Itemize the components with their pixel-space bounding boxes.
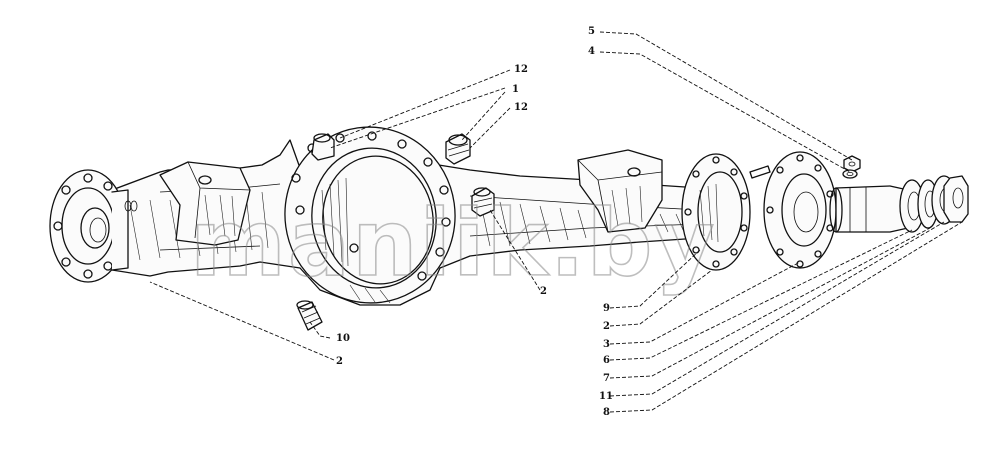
callout-5: 5 — [588, 26, 595, 37]
plug-fitting-beam — [471, 187, 495, 217]
callout-3: 3 — [603, 339, 610, 350]
callout-10: 10 — [336, 333, 350, 344]
leader-lines — [149, 31, 963, 413]
left-spring-pad — [159, 161, 251, 246]
callout-8: 8 — [603, 407, 610, 418]
callout-7: 7 — [603, 373, 610, 384]
watermark-text: maniik.by — [190, 190, 716, 297]
breather-fitting-ring — [311, 133, 335, 161]
washer — [842, 169, 858, 179]
axle-spindle — [829, 185, 909, 233]
callout-labels: 12 1 12 5 4 2 9 2 3 6 7 11 8 10 2 — [336, 26, 613, 418]
callout-9: 9 — [603, 303, 610, 314]
callout-4: 4 — [588, 46, 595, 57]
callout-12-top: 12 — [514, 64, 528, 75]
left-axle-flange — [49, 169, 138, 283]
callout-12-lower: 12 — [514, 102, 528, 113]
callout-1: 1 — [512, 84, 519, 95]
right-brake-flange — [681, 153, 771, 271]
small-nut — [843, 155, 861, 173]
callout-2-right: 2 — [603, 321, 610, 332]
breather-fitting-top — [445, 133, 471, 165]
end-nut — [943, 175, 969, 223]
hub-flange — [763, 151, 837, 269]
callout-2-bottom: 2 — [336, 356, 343, 367]
callout-2-mid: 2 — [540, 286, 547, 297]
differential-housing-ring — [284, 126, 456, 304]
right-spring-pad — [577, 149, 663, 233]
callout-11: 11 — [599, 391, 613, 402]
callout-6: 6 — [603, 355, 610, 366]
drain-plug — [296, 300, 323, 331]
